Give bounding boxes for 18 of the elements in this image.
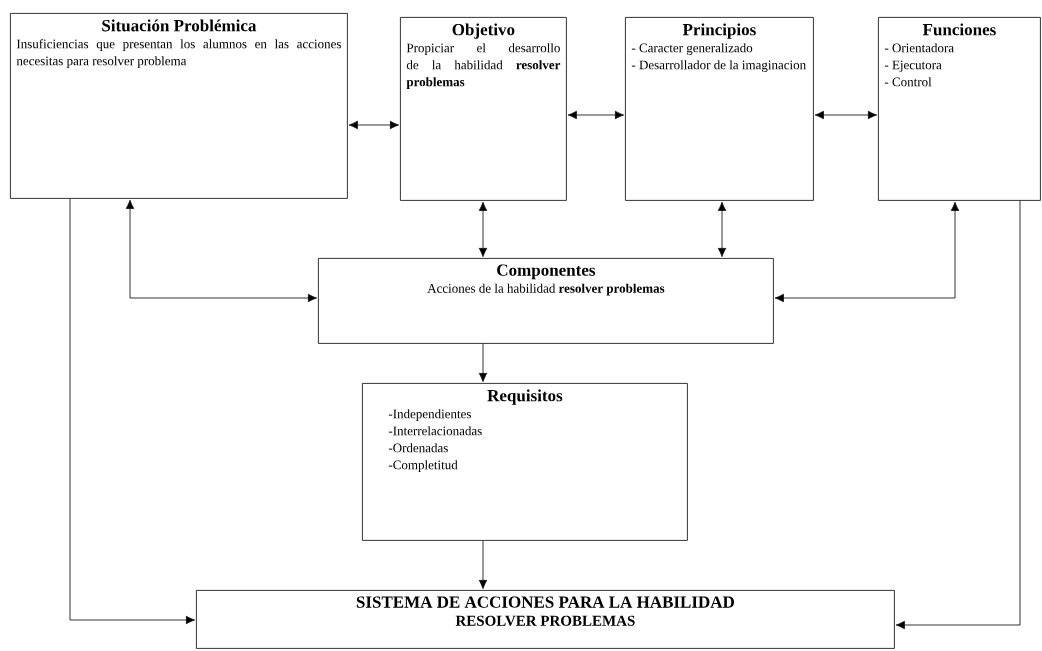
concept-box: Componentes Acciones de la habilidad resolver problemas xyxy=(318,258,774,344)
concept-box: Principios - Caracter generalizado - Desarrollador de la imaginacion xyxy=(625,17,814,201)
arrow xyxy=(895,200,1021,630)
title-box: SISTEMA DE ACCIONES PARA LA HABILIDAD RESOLVER PROBLEMAS xyxy=(196,590,895,649)
concept-box: Objetivo Propiciar el desarrollo de la habilidad resolver problemas xyxy=(400,17,567,201)
concept-box: Requisitos -Independientes -Interrelacionadas -Ordenadas -Completitud xyxy=(362,383,688,541)
arrow xyxy=(478,343,488,382)
arrow xyxy=(814,110,877,120)
arrow xyxy=(348,120,399,130)
arrow xyxy=(717,201,727,257)
arrow xyxy=(478,201,488,257)
arrow xyxy=(567,110,624,120)
arrow xyxy=(125,199,317,303)
arrow xyxy=(478,540,488,589)
arrow xyxy=(69,198,195,625)
concept-box: Funciones - Orientadora - Ejecutora - Control xyxy=(878,17,1041,201)
arrow xyxy=(774,201,960,303)
concept-box: Situación Problémica Insuficiencias que presentan los alumnos en las acciones necesitas para resolver problema xyxy=(10,13,348,199)
